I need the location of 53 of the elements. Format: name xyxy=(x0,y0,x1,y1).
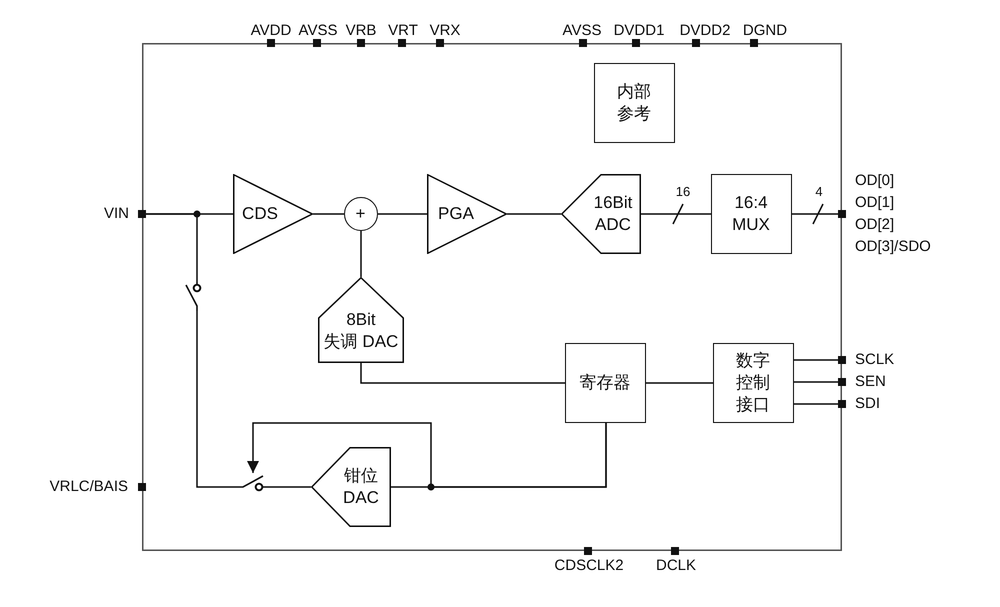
signal-line xyxy=(794,359,838,361)
block-label: 数字控制接口 xyxy=(735,350,771,416)
pin-label: OD[2] xyxy=(855,215,894,235)
pin-label: DCLK xyxy=(656,557,696,575)
pin-label: DVDD1 xyxy=(614,22,664,40)
pin-label: DVDD2 xyxy=(680,22,730,40)
multiplexer-block xyxy=(711,174,792,254)
block-label: 钳位 DAC xyxy=(342,465,380,509)
reference-block xyxy=(594,63,675,143)
signal-line xyxy=(507,213,561,215)
summing-junction xyxy=(344,197,378,231)
pin-label: CDSCLK2 xyxy=(554,557,624,575)
bus-line xyxy=(640,203,712,225)
pin-label: AVSS xyxy=(298,22,338,40)
block-label: 寄存器 xyxy=(578,372,632,394)
pin-label: SDI xyxy=(855,394,880,414)
switch-icon xyxy=(184,282,202,311)
block-label: 内部参考 xyxy=(616,80,652,124)
signal-line xyxy=(265,486,311,488)
arrow xyxy=(247,422,607,488)
chip-outline xyxy=(142,43,842,551)
interface-block xyxy=(713,343,794,423)
bus-line xyxy=(791,203,839,225)
register-block xyxy=(565,343,646,423)
signal-line xyxy=(360,363,565,384)
signal-line xyxy=(146,213,198,282)
signal-line xyxy=(196,311,238,488)
signal-line xyxy=(794,381,838,383)
pin-label: VRT xyxy=(388,22,418,40)
block-label: PGA xyxy=(438,203,474,225)
signal-line xyxy=(794,403,838,405)
pin-label: AVDD xyxy=(250,22,292,40)
pin-label: OD[0] xyxy=(855,171,894,191)
pin-label: SEN xyxy=(855,372,886,392)
signal-line xyxy=(378,213,427,215)
signal-line xyxy=(360,231,362,277)
pin-label: OD[1] xyxy=(855,193,894,213)
pin-label: SCLK xyxy=(855,350,894,370)
pin-label: DGND xyxy=(742,22,788,40)
pin-label: AVSS xyxy=(562,22,602,40)
block-label: 16Bit ADC xyxy=(592,192,634,236)
switch-icon xyxy=(238,473,265,493)
block-label: CDS xyxy=(242,203,278,225)
block-label: 8Bit 失调 DAC xyxy=(322,309,400,353)
pin-label: VIN xyxy=(104,204,129,224)
pin-label: OD[3]/SDO xyxy=(855,237,931,257)
signal-line xyxy=(313,213,344,215)
plus-sign: + xyxy=(356,202,366,224)
block-label: 16:4 MUX xyxy=(731,192,771,236)
pin-label: VRB xyxy=(346,22,376,40)
pin-label: VRLC/BAIS xyxy=(50,478,128,496)
pin-label: VRX xyxy=(430,22,460,40)
signal-line xyxy=(646,382,713,384)
